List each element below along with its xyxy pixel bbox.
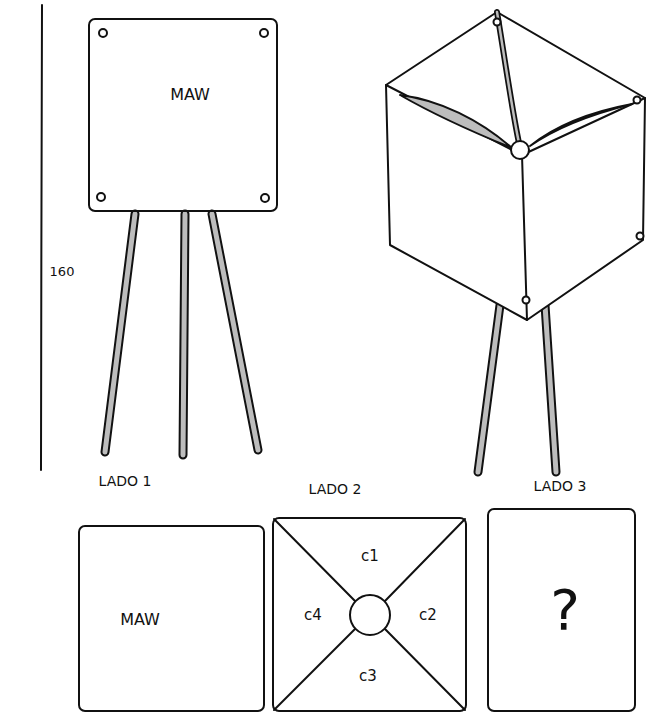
section-label: c4 bbox=[304, 607, 322, 624]
front-panel: MAW bbox=[88, 18, 278, 212]
section-label: c2 bbox=[419, 607, 437, 624]
tripod-legs bbox=[105, 214, 258, 455]
corner-hole bbox=[99, 29, 107, 37]
panel-heading: LADO 1 bbox=[99, 474, 152, 489]
section-label: c3 bbox=[359, 668, 377, 685]
panel-outline bbox=[78, 525, 265, 712]
panel-divisions bbox=[274, 519, 465, 710]
dimension-line bbox=[41, 5, 42, 470]
cube-legs bbox=[478, 305, 556, 472]
corner-hole bbox=[260, 29, 268, 37]
panel-text: ? bbox=[550, 579, 580, 641]
panel-heading: LADO 2 bbox=[309, 482, 362, 497]
cube-sketch bbox=[386, 12, 645, 320]
side-panel: LADO 1 MAW bbox=[78, 468, 265, 712]
panel-text: MAW bbox=[120, 611, 160, 629]
panel-outline bbox=[88, 18, 278, 212]
corner-hole bbox=[97, 193, 105, 201]
corner-hole bbox=[261, 194, 269, 202]
dimension-label: 160 bbox=[50, 265, 75, 279]
panel-heading: LADO 3 bbox=[534, 479, 587, 494]
panel-text: MAW bbox=[170, 86, 210, 104]
section-label: c1 bbox=[361, 548, 379, 565]
side-panel: LADO 3? bbox=[487, 470, 636, 712]
